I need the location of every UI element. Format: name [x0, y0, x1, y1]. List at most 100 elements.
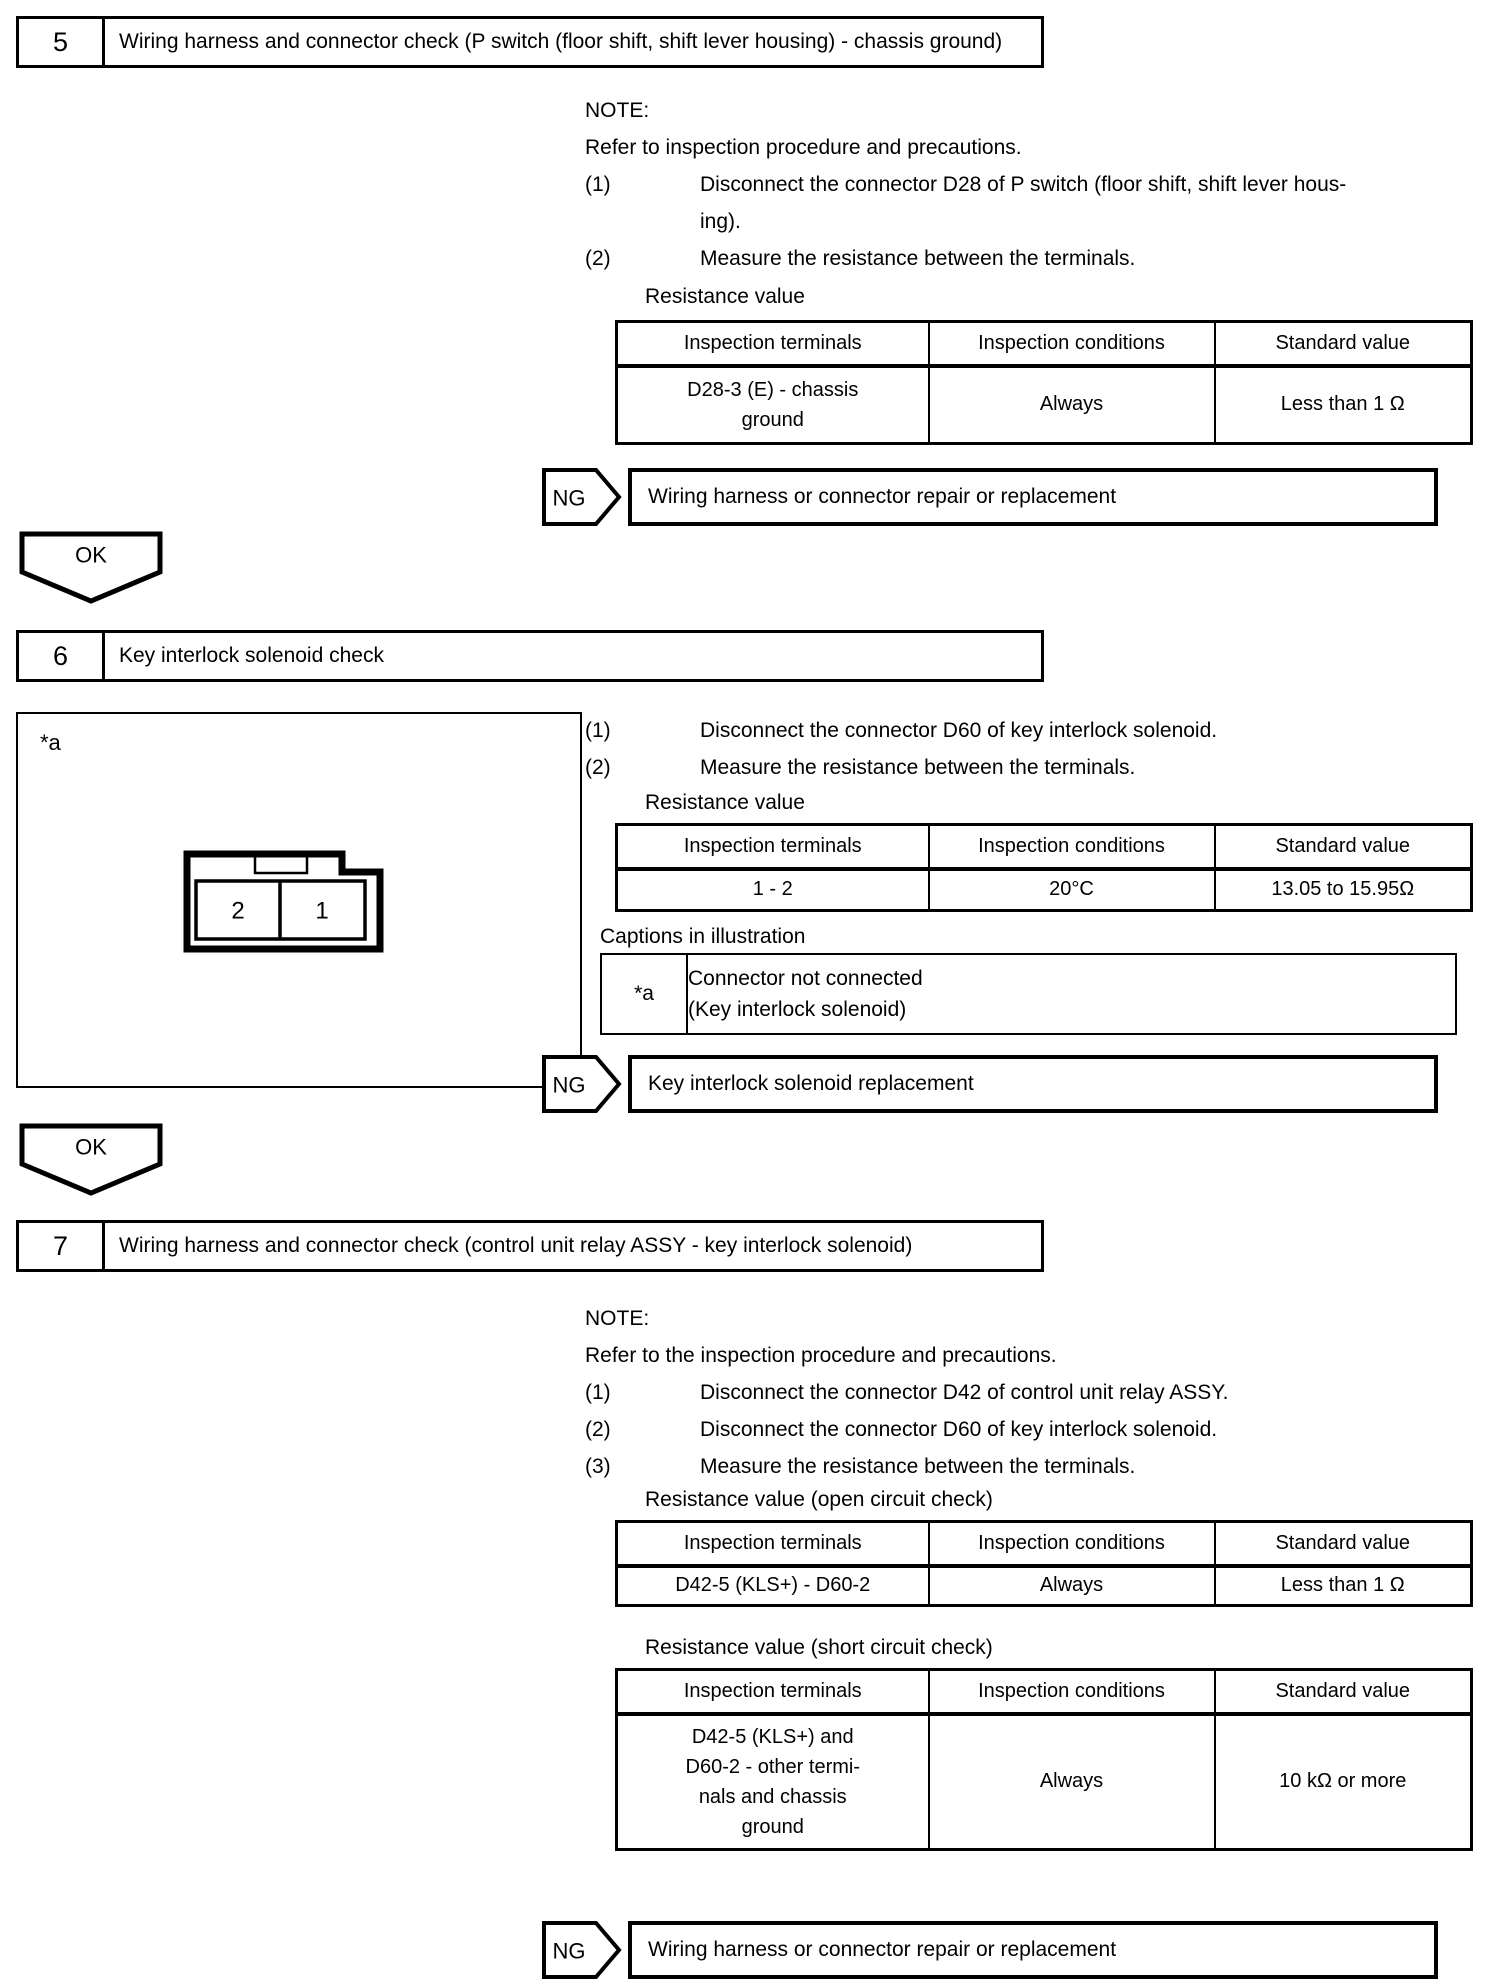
section7-header: 7 Wiring harness and connector check (co…	[16, 1220, 1044, 1272]
ng-label: NG	[553, 1939, 586, 1964]
ok-label: OK	[75, 543, 107, 568]
table-header-row: Inspection terminals Inspection conditio…	[615, 320, 1473, 368]
table-row: D28-3 (E) - chassis ground Always Less t…	[615, 364, 1473, 445]
col-standard-value: Standard value	[1213, 823, 1473, 871]
note-step: (1) Disconnect the connector D28 of P sw…	[585, 166, 1457, 240]
ng-result-row: NG Key interlock solenoid replacement	[542, 1055, 1438, 1113]
step-text: Disconnect the connector D42 of control …	[700, 1381, 1229, 1404]
table-header-row: Inspection terminals Inspection conditio…	[615, 1668, 1473, 1716]
cell-standard: Less than 1 Ω	[1213, 1564, 1473, 1607]
step-number: (1)	[585, 719, 611, 742]
ng-action-text: Wiring harness or connector repair or re…	[648, 1938, 1117, 1961]
terminal-2-label: 2	[231, 898, 244, 925]
cell-terminals: D28-3 (E) - chassis ground	[615, 364, 930, 445]
table-caption: Resistance value (short circuit check)	[645, 1636, 993, 1659]
cell-terminals: D42-5 (KLS+) - D60-2	[615, 1564, 930, 1607]
col-standard-value: Standard value	[1213, 1668, 1473, 1716]
note-step: (2) Measure the resistance between the t…	[585, 749, 1457, 786]
illustration-tag: *a	[40, 730, 61, 755]
step-number: (1)	[585, 1381, 611, 1404]
cell-line: D28-3 (E) - chassis	[687, 378, 859, 401]
ng-result-row: NG Wiring harness or connector repair or…	[542, 468, 1438, 526]
captions-table: *a Connector not connected (Key interloc…	[600, 953, 1457, 1035]
step-number: (1)	[585, 173, 611, 196]
caption-key: *a	[600, 953, 688, 1035]
step-text: Disconnect the connector D28 of P switch…	[700, 173, 1347, 196]
cell-line: D42-5 (KLS+) and	[691, 1725, 854, 1748]
ng-label: NG	[553, 1073, 586, 1098]
table-header-row: Inspection terminals Inspection conditio…	[615, 1520, 1473, 1568]
ng-action-box: Wiring harness or connector repair or re…	[628, 468, 1438, 526]
terminal-1-label: 1	[315, 898, 328, 925]
step-number: (2)	[585, 756, 611, 779]
caption-row: *a Connector not connected (Key interloc…	[600, 953, 1457, 1035]
ok-pentagon-icon: OK	[19, 531, 163, 604]
section5-note: NOTE: Refer to inspection procedure and …	[585, 92, 1457, 277]
cell-line: ground	[741, 1815, 804, 1838]
note-step: (3) Measure the resistance between the t…	[585, 1448, 1457, 1485]
cell-standard: Less than 1 Ω	[1213, 364, 1473, 445]
section6-header: 6 Key interlock solenoid check	[16, 630, 1044, 682]
captions-label: Captions in illustration	[600, 925, 806, 948]
step-number: (2)	[585, 1418, 611, 1441]
note-step: (1) Disconnect the connector D42 of cont…	[585, 1374, 1457, 1411]
section6-title: Key interlock solenoid check	[119, 644, 384, 667]
cell-condition: Always	[927, 1564, 1216, 1607]
table-row: D42-5 (KLS+) - D60-2 Always Less than 1 …	[615, 1564, 1473, 1607]
ng-arrow-icon: NG	[542, 1055, 622, 1113]
note-step: (2) Disconnect the connector D60 of key …	[585, 1411, 1457, 1448]
cell-condition: Always	[927, 364, 1216, 445]
col-inspection-conditions: Inspection conditions	[927, 1520, 1216, 1568]
table-row: D42-5 (KLS+) and D60-2 - other termi- na…	[615, 1712, 1473, 1851]
section7-number: 7	[19, 1223, 105, 1269]
step-text: Disconnect the connector D60 of key inte…	[700, 1418, 1218, 1441]
note-label: NOTE:	[585, 1307, 650, 1330]
cell-line: ground	[741, 408, 804, 431]
note-step: (1) Disconnect the connector D60 of key …	[585, 712, 1457, 749]
connector-drawing-icon: 2 1	[183, 850, 384, 953]
note-intro: Refer to inspection procedure and precau…	[585, 136, 1022, 159]
step-text: Measure the resistance between the termi…	[700, 1455, 1136, 1478]
step-number: (3)	[585, 1455, 611, 1478]
section7-title: Wiring harness and connector check (cont…	[119, 1234, 913, 1257]
table-header-row: Inspection terminals Inspection conditio…	[615, 823, 1473, 871]
col-inspection-terminals: Inspection terminals	[615, 823, 930, 871]
section5-header: 5 Wiring harness and connector check (P …	[16, 16, 1044, 68]
col-inspection-terminals: Inspection terminals	[615, 1520, 930, 1568]
cell-line: nals and chassis	[698, 1785, 847, 1808]
col-inspection-conditions: Inspection conditions	[927, 320, 1216, 368]
section6-number: 6	[19, 633, 105, 679]
ok-label: OK	[75, 1135, 107, 1160]
connector-lock-tab	[253, 854, 309, 875]
resistance-table-s5: Inspection terminals Inspection conditio…	[615, 320, 1473, 445]
caption-line: (Key interlock solenoid)	[688, 998, 907, 1021]
ng-arrow-icon: NG	[542, 468, 622, 526]
ng-result-row: NG Wiring harness or connector repair or…	[542, 1921, 1438, 1979]
section5-number: 5	[19, 19, 105, 65]
connector-illustration: *a 2 1	[16, 712, 582, 1088]
note-label: NOTE:	[585, 99, 650, 122]
ng-arrow-icon: NG	[542, 1921, 622, 1979]
col-standard-value: Standard value	[1213, 320, 1473, 368]
ng-action-box: Wiring harness or connector repair or re…	[628, 1921, 1438, 1979]
resistance-table-s6: Inspection terminals Inspection conditio…	[615, 823, 1473, 912]
ng-action-text: Key interlock solenoid replacement	[648, 1072, 974, 1095]
cell-condition: Always	[927, 1712, 1216, 1851]
ng-action-box: Key interlock solenoid replacement	[628, 1055, 1438, 1113]
table-caption: Resistance value	[645, 791, 805, 814]
table-row: 1 - 2 20°C 13.05 to 15.95Ω	[615, 867, 1473, 912]
ng-action-text: Wiring harness or connector repair or re…	[648, 485, 1117, 508]
step-text: Measure the resistance between the termi…	[700, 247, 1136, 270]
step-text: ing).	[700, 210, 741, 233]
table-caption: Resistance value	[645, 285, 805, 308]
col-inspection-conditions: Inspection conditions	[927, 1668, 1216, 1716]
cell-terminals: D42-5 (KLS+) and D60-2 - other termi- na…	[615, 1712, 930, 1851]
section7-note: NOTE: Refer to the inspection procedure …	[585, 1300, 1457, 1485]
col-standard-value: Standard value	[1213, 1520, 1473, 1568]
step-number: (2)	[585, 247, 611, 270]
note-intro: Refer to the inspection procedure and pr…	[585, 1344, 1057, 1367]
col-inspection-terminals: Inspection terminals	[615, 1668, 930, 1716]
section5-title: Wiring harness and connector check (P sw…	[119, 30, 1003, 53]
col-inspection-conditions: Inspection conditions	[927, 823, 1216, 871]
